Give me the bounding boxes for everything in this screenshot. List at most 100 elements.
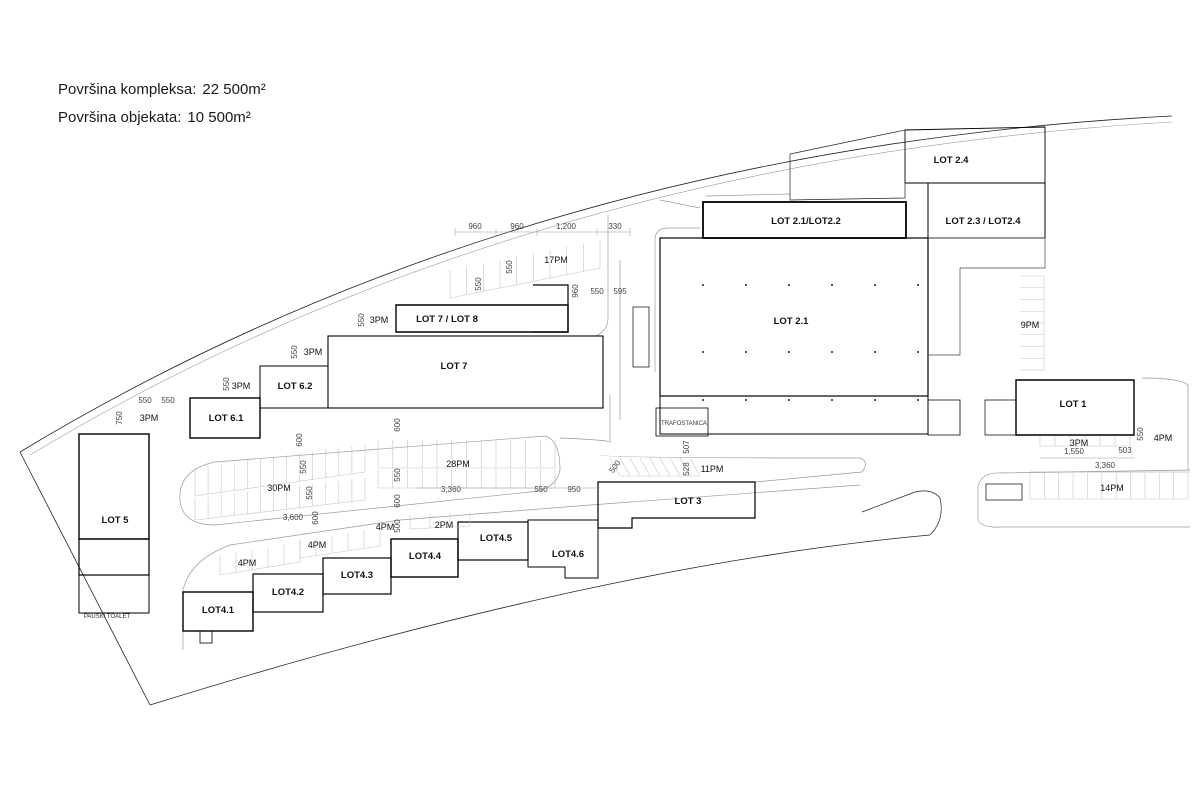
lot-4-4-label: LOT4.4 [409, 551, 442, 562]
lot-6-2-building [259, 365, 329, 409]
toilet-label: PAUSKI TOALET [84, 614, 131, 620]
stall-11pm [649, 457, 661, 477]
lot-1-building [1015, 379, 1135, 436]
dim-3360-a: 3,360 [441, 485, 462, 494]
trafostanica-label: TRAFOSTANICA [661, 421, 707, 427]
dim-550-g: 550 [138, 396, 152, 405]
structural-column [874, 284, 876, 286]
structural-column [745, 284, 747, 286]
dim-500-b: 500 [607, 458, 622, 475]
lot-2-3-2-4-label: LOT 2.3 / LOT2.4 [946, 216, 1022, 227]
lot-4-1-annex [199, 630, 213, 644]
lot-2-1-east-outline [928, 237, 1046, 356]
dim-550-d: 550 [357, 313, 366, 327]
trafostanica-building [655, 407, 709, 437]
structural-column [874, 399, 876, 401]
dim-330: 330 [608, 222, 622, 231]
stall-11pm [679, 457, 691, 477]
lot-5-label: LOT 5 [102, 515, 130, 526]
site-boundary [19, 115, 1173, 706]
lot-2-3-2-4-building [927, 182, 1046, 239]
dim-550-e: 550 [290, 345, 299, 359]
complex-area-value: 22 500m² [202, 81, 266, 98]
stall-11pm [669, 457, 681, 477]
parking-4pm-lot1-label: 4PM [1154, 433, 1173, 443]
parking-3pm-lot6-2-label: 3PM [304, 347, 323, 357]
stall-4pm-b-edge [299, 545, 381, 559]
lot-1-label: LOT 1 [1060, 399, 1088, 410]
parking-labels: 17PM 3PM 3PM 3PM 3PM 3PM 9PM 28PM 30PM 1… [140, 255, 1173, 568]
structural-column [917, 351, 919, 353]
parking-14pm-label: 14PM [1100, 483, 1124, 493]
dim-600-a: 600 [393, 418, 402, 432]
toilet-building [985, 483, 1023, 501]
small-shed [632, 306, 650, 368]
internal-roads [179, 193, 1191, 650]
structural-column [702, 284, 704, 286]
dim-595: 595 [613, 287, 627, 296]
lot-6-1-building [189, 397, 261, 439]
dim-500-a: 500 [393, 519, 402, 533]
site-statistics: Površina kompleksa:22 500m² Površina obj… [58, 76, 266, 132]
lot-4-2-label: LOT4.2 [272, 587, 304, 598]
dim-503: 503 [1118, 446, 1132, 455]
dim-507: 507 [682, 440, 691, 454]
stall-11pm [659, 457, 671, 477]
lot-4-6-building [527, 519, 599, 579]
complex-area-row: Površina kompleksa: 22 500m² [58, 76, 266, 104]
column-grid [702, 284, 919, 401]
structural-column [702, 399, 704, 401]
dim-550-c: 550 [474, 277, 483, 291]
parking-9pm-label: 9PM [1021, 320, 1040, 330]
dim-960-b: 960 [510, 222, 524, 231]
parking-3pm-lot6-1-label: 3PM [232, 381, 251, 391]
dim-1550: 1,550 [1064, 447, 1085, 456]
dim-550-f: 550 [222, 377, 231, 391]
stall-4pm-a-edge [219, 561, 301, 576]
complex-area-label: Površina kompleksa: [58, 81, 197, 98]
structural-column [788, 399, 790, 401]
buildings [78, 126, 1135, 644]
lot-7-building [327, 335, 604, 409]
stall-30pm-lower-edge [194, 499, 366, 521]
stall-11pm [639, 457, 651, 477]
dim-600-c: 600 [295, 433, 304, 447]
stall-11pm [689, 457, 701, 477]
dim-550-a: 550 [590, 287, 604, 296]
structural-column [831, 284, 833, 286]
dim-550-i: 550 [393, 468, 402, 482]
parking-4pm-lot4-3-label: 4PM [376, 522, 395, 532]
structural-column [745, 351, 747, 353]
dim-1200: 1,200 [556, 222, 577, 231]
stall-30pm-upper-edge [194, 471, 366, 497]
lot-6-1-label: LOT 6.1 [209, 413, 245, 424]
lot-2-1-label: LOT 2.1 [774, 316, 810, 327]
parking-3pm-lot7-8-label: 3PM [370, 315, 389, 325]
lot-4-3-label: LOT4.3 [341, 570, 373, 581]
structural-column [874, 351, 876, 353]
parking-11pm-label: 11PM [701, 464, 724, 474]
dim-550-l: 550 [534, 485, 548, 494]
parking-3pm-lot1-label: 3PM [1070, 438, 1089, 448]
dim-550-h: 550 [161, 396, 175, 405]
lot-7-label: LOT 7 [441, 361, 468, 372]
lot-2-1-2-2-label: LOT 2.1/LOT2.2 [771, 216, 841, 227]
parking-17pm-label: 17PM [544, 255, 568, 265]
buildings-area-value: 10 500m² [187, 109, 251, 126]
stall-11pm [629, 457, 641, 477]
dimension-lines [415, 228, 1190, 489]
dim-3360-b: 3,360 [1095, 461, 1116, 470]
structural-column [917, 399, 919, 401]
lot-6-2-label: LOT 6.2 [278, 381, 313, 392]
lot-1-annex [984, 399, 1017, 436]
lot-2-4-annex [789, 129, 906, 201]
dim-960-a: 960 [468, 222, 482, 231]
dim-750: 750 [115, 411, 124, 425]
structural-column [831, 399, 833, 401]
parking-2pm-label: 2PM [435, 520, 454, 530]
lot-labels: LOT 2.4 LOT 2.1/LOT2.2 LOT 2.3 / LOT2.4 … [84, 155, 1087, 620]
lot-7-8-label: LOT 7 / LOT 8 [416, 314, 478, 325]
dim-550-j: 550 [299, 460, 308, 474]
stall-17pm-edge [449, 267, 601, 299]
lot-4-1-label: LOT4.1 [202, 605, 235, 616]
